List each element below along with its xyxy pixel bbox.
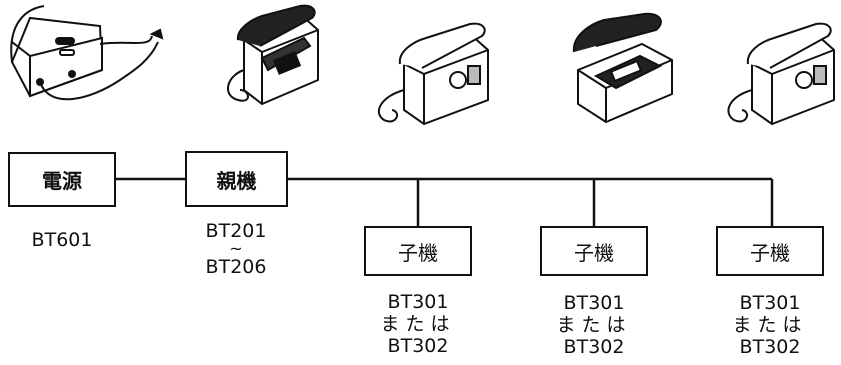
wall-telephone-icon <box>227 4 319 106</box>
slave-conjunction: または <box>380 313 456 335</box>
slave-model-a: BT301 <box>387 291 449 313</box>
slave-unit-models-1: BT301 または BT302 <box>364 291 472 357</box>
slave-model-b: BT302 <box>563 336 625 358</box>
power-supply-label: 電源 <box>42 169 82 193</box>
slave-unit-box-1: 子機 <box>364 226 472 276</box>
master-model-from: BT201 <box>205 220 267 242</box>
slave-unit-box-3: 子機 <box>716 226 824 276</box>
master-unit-label: 親機 <box>216 168 257 193</box>
slave-unit-label: 子機 <box>750 240 790 265</box>
power-supply-box: 電源 <box>8 152 116 207</box>
master-unit-models: BT201 ~ BT206 <box>182 220 290 278</box>
slave-unit-box-2: 子機 <box>540 226 648 276</box>
slave-unit-models-3: BT301 または BT302 <box>716 292 824 358</box>
slave-conjunction: または <box>556 314 632 336</box>
power-adapter-icon <box>10 5 164 101</box>
master-model-to: BT206 <box>205 256 267 278</box>
slave-model-a: BT301 <box>739 292 801 314</box>
slave-unit-label: 子機 <box>574 240 614 265</box>
slave-unit-models-2: BT301 または BT302 <box>540 292 648 358</box>
slave-unit-label: 子機 <box>398 240 438 265</box>
wall-telephone-icon <box>377 22 489 126</box>
master-range-mark: ~ <box>229 239 243 258</box>
slave-model-b: BT302 <box>387 335 449 357</box>
slave-model-b: BT302 <box>739 336 801 358</box>
desk-telephone-icon <box>572 12 673 124</box>
master-unit-box: 親機 <box>185 151 288 207</box>
slave-model-a: BT301 <box>563 292 625 314</box>
slave-conjunction: または <box>732 314 808 336</box>
power-supply-model: BT601 <box>31 229 93 251</box>
wall-telephone-icon <box>727 22 835 126</box>
